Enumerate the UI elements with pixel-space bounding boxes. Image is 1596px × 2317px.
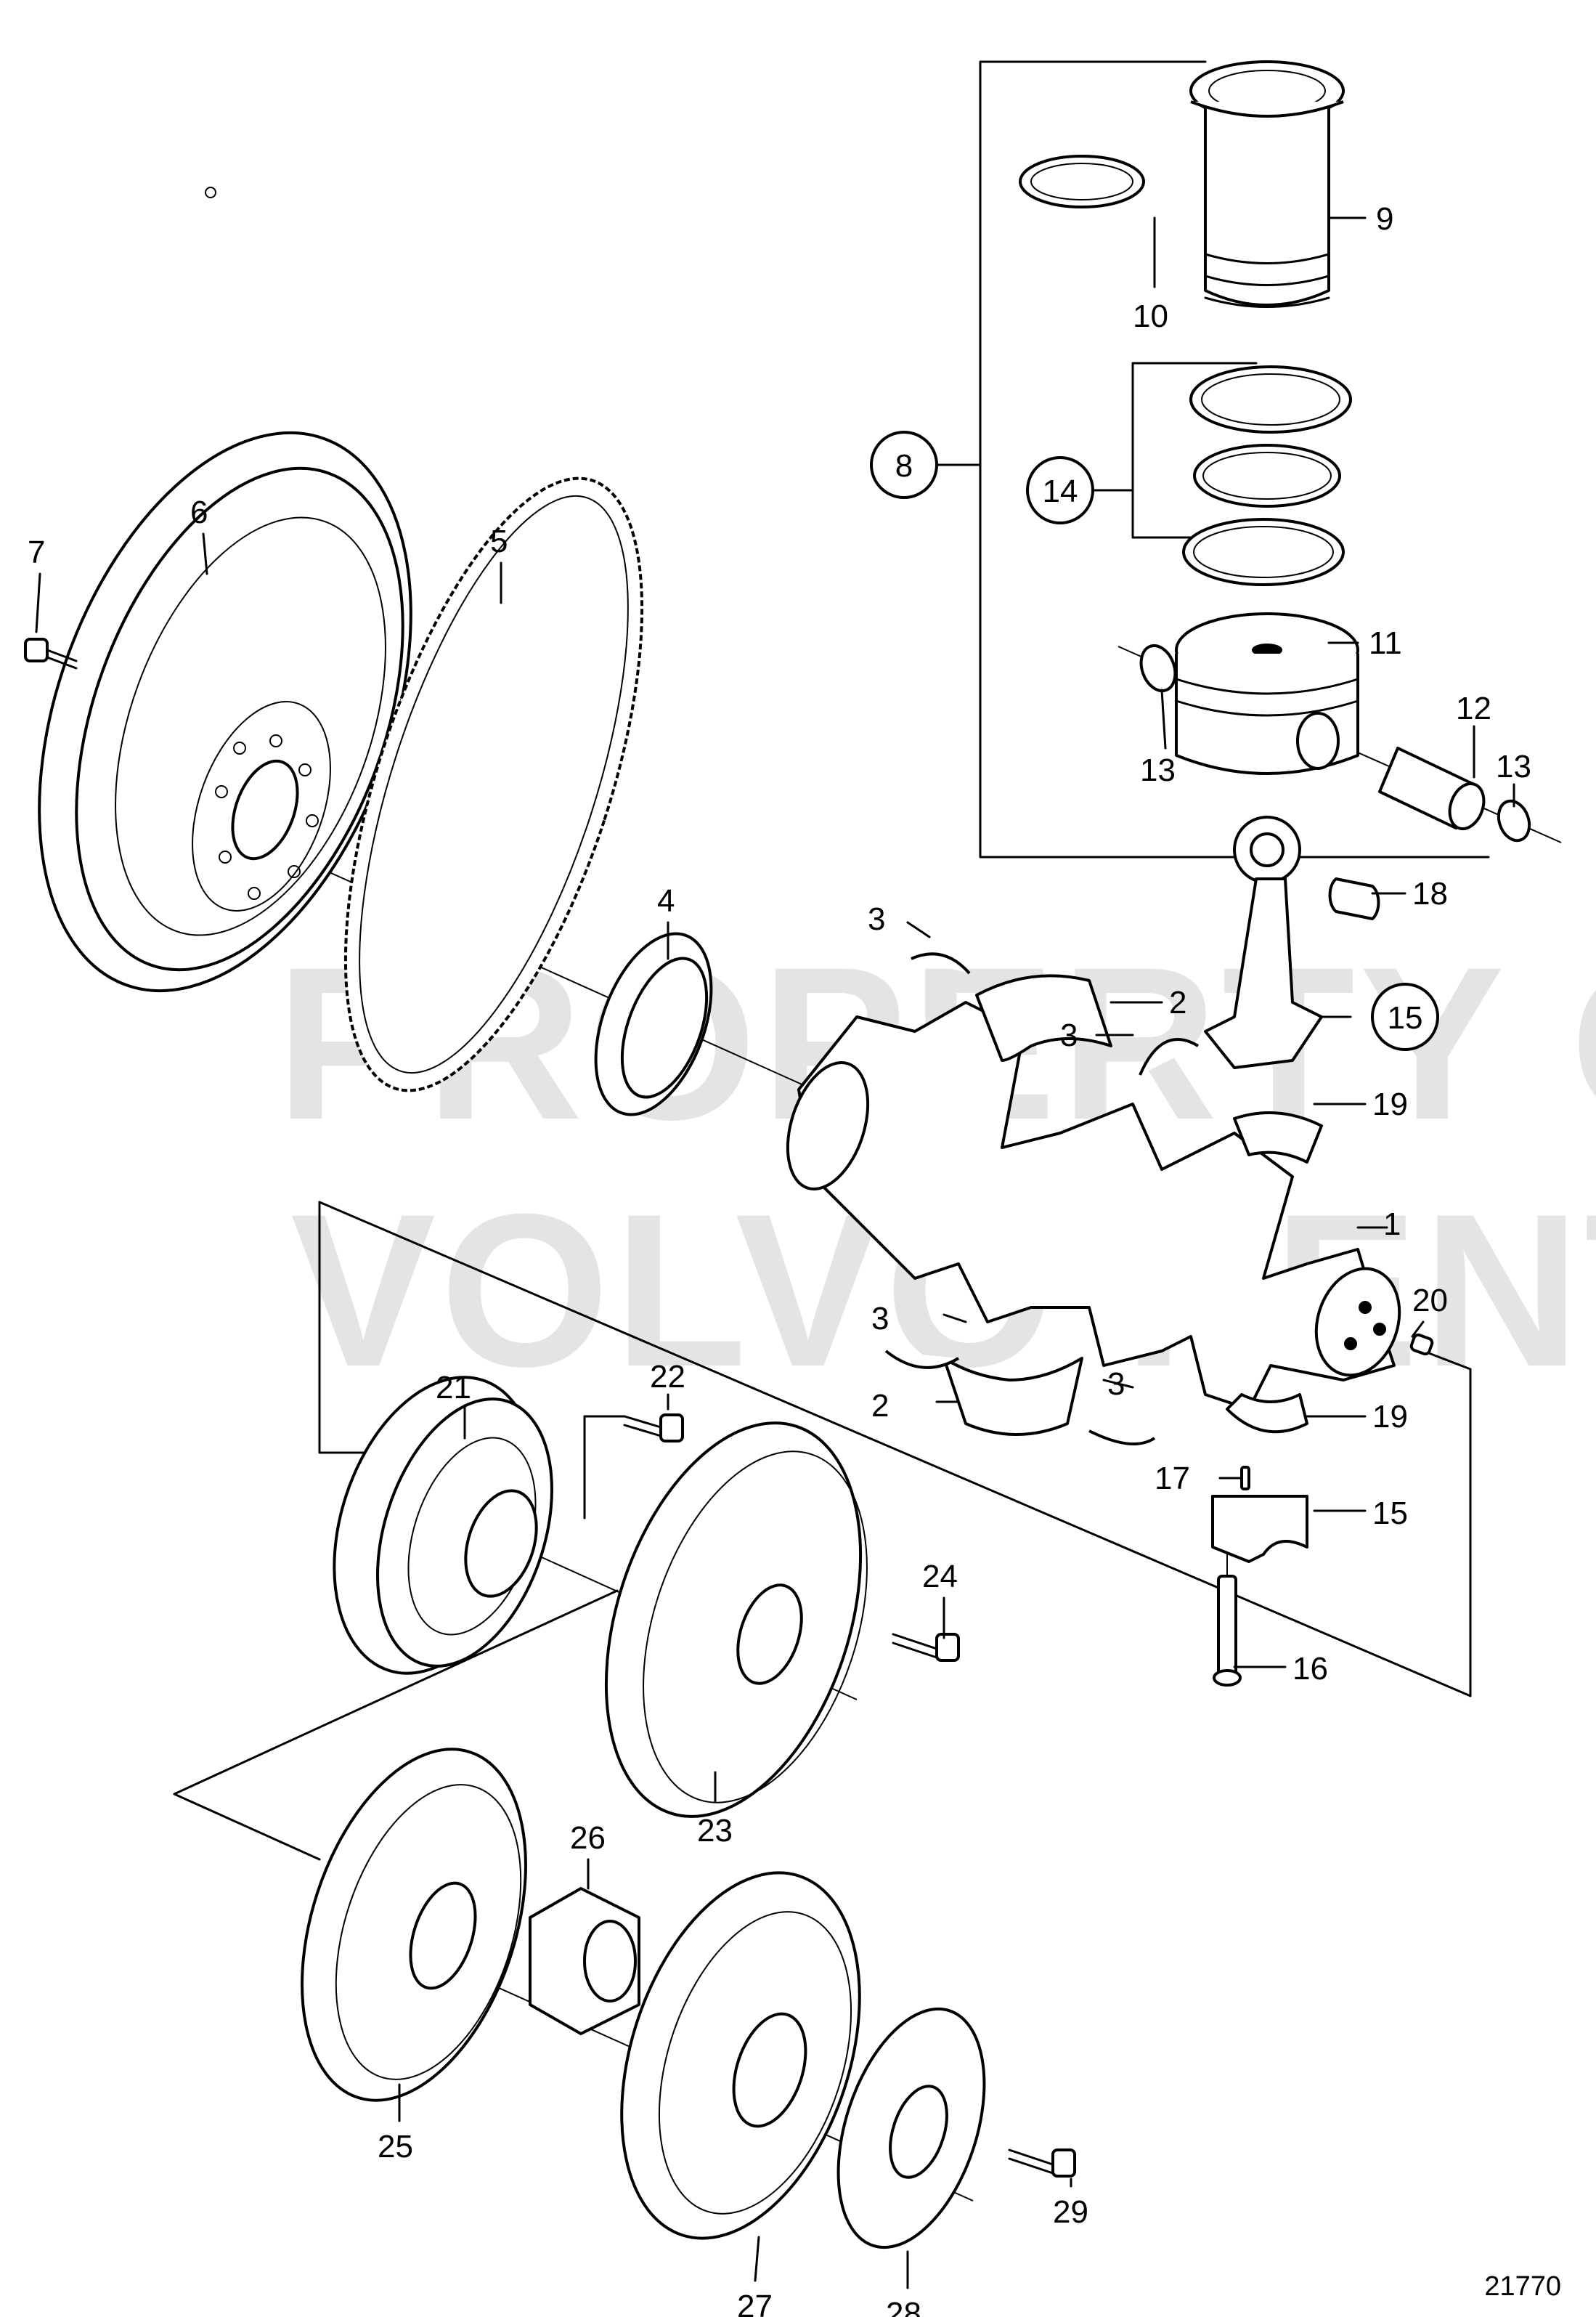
part-main-bearing-upper — [975, 974, 1112, 1062]
callout-26: 26 — [570, 1820, 606, 1856]
part-bolt-7 — [24, 638, 78, 670]
callout-29: 29 — [1053, 2194, 1088, 2230]
part-thrust-washer-1 — [911, 952, 971, 975]
part-conrod-bearing-lower — [1226, 1393, 1308, 1434]
part-bolt-22 — [623, 1413, 684, 1442]
callout-13a: 13 — [1140, 752, 1176, 788]
callout-28: 28 — [886, 2296, 921, 2317]
callouts: 1 2 2 3 3 3 3 4 5 6 7 9 10 11 12 13 13 1… — [28, 201, 1531, 2317]
part-plate-28 — [836, 2007, 986, 2249]
callout-circle-8 — [870, 431, 938, 499]
callout-2a: 2 — [1169, 985, 1186, 1020]
callout-13b: 13 — [1496, 749, 1531, 784]
leader-lines — [35, 216, 1515, 2289]
part-connecting-rod — [1204, 816, 1323, 1069]
reference-number: 21770 — [1484, 2271, 1561, 2302]
callout-circle-14 — [1026, 456, 1094, 524]
callout-25: 25 — [378, 2129, 413, 2164]
part-damper — [604, 1421, 868, 1818]
part-pulley-disc-25 — [301, 1748, 527, 2102]
part-bolt-29 — [1008, 2148, 1076, 2178]
part-bearing-cap — [1211, 1495, 1308, 1563]
part-conrod-bearing-upper — [1233, 1111, 1323, 1164]
callout-10: 10 — [1133, 299, 1168, 334]
callout-21: 21 — [436, 1370, 471, 1405]
callout-20: 20 — [1412, 1283, 1448, 1318]
callout-18: 18 — [1412, 876, 1448, 912]
callout-19b: 19 — [1372, 1399, 1408, 1435]
part-thrust-washer-2 — [1139, 1038, 1200, 1076]
part-thrust-washer-4 — [1088, 1429, 1156, 1445]
part-main-bearing-lower — [942, 1357, 1083, 1436]
callout-3d: 3 — [1107, 1366, 1125, 1402]
bracket-damper-group — [173, 1589, 619, 1861]
part-liner-seal-ring — [1019, 155, 1145, 208]
callout-11: 11 — [1369, 625, 1402, 661]
part-flywheel — [38, 187, 412, 993]
part-circlip-left — [1139, 644, 1177, 692]
callout-16: 16 — [1292, 1651, 1328, 1687]
part-crank-pulley — [333, 1376, 553, 1675]
circled-callouts: 8 14 15 — [870, 431, 1439, 1051]
callout-4: 4 — [657, 883, 675, 919]
part-damper-27 — [620, 1871, 861, 2240]
callout-15b: 15 — [1372, 1496, 1408, 1531]
callout-7: 7 — [28, 535, 45, 570]
part-piston — [1175, 612, 1359, 775]
callout-3a: 3 — [868, 901, 885, 937]
part-bushing-18 — [1328, 877, 1380, 920]
callout-19a: 19 — [1372, 1087, 1408, 1122]
callout-3b: 3 — [1060, 1018, 1078, 1053]
part-pin-20 — [1409, 1333, 1434, 1356]
callout-23: 23 — [697, 1813, 733, 1849]
callout-3c: 3 — [871, 1301, 889, 1336]
callout-17: 17 — [1155, 1461, 1190, 1496]
callout-14: 14 — [1043, 474, 1078, 509]
part-thrust-washer-3 — [884, 1350, 960, 1369]
callout-2b: 2 — [871, 1388, 889, 1424]
callout-9: 9 — [1376, 201, 1393, 237]
part-piston-pin — [1378, 747, 1486, 830]
callout-circle-15 — [1371, 983, 1439, 1051]
callout-1: 1 — [1383, 1206, 1401, 1242]
callout-12: 12 — [1456, 691, 1491, 726]
callout-6: 6 — [190, 495, 208, 530]
bracket-pulley-right — [1422, 1350, 1472, 1697]
bracket-lines — [173, 60, 1490, 1861]
callout-22: 22 — [650, 1359, 685, 1395]
part-crankshaft — [786, 1001, 1401, 1411]
bracket-ring-set — [1131, 362, 1258, 539]
part-piston-rings — [1182, 365, 1352, 586]
callout-27: 27 — [737, 2289, 773, 2317]
callout-24: 24 — [922, 1559, 958, 1594]
callout-5: 5 — [490, 524, 508, 559]
bracket-pulley-diagonal — [318, 1201, 1472, 1697]
part-bolt-24 — [892, 1633, 960, 1662]
callout-15a: 15 — [1388, 1000, 1423, 1036]
part-cap-bolt — [1213, 1575, 1242, 1687]
callout-8: 8 — [895, 448, 913, 484]
part-hub-26 — [529, 1887, 640, 2035]
part-cylinder-liner — [1189, 60, 1345, 308]
part-seal — [594, 932, 713, 1116]
part-circlip-right — [1497, 799, 1531, 843]
